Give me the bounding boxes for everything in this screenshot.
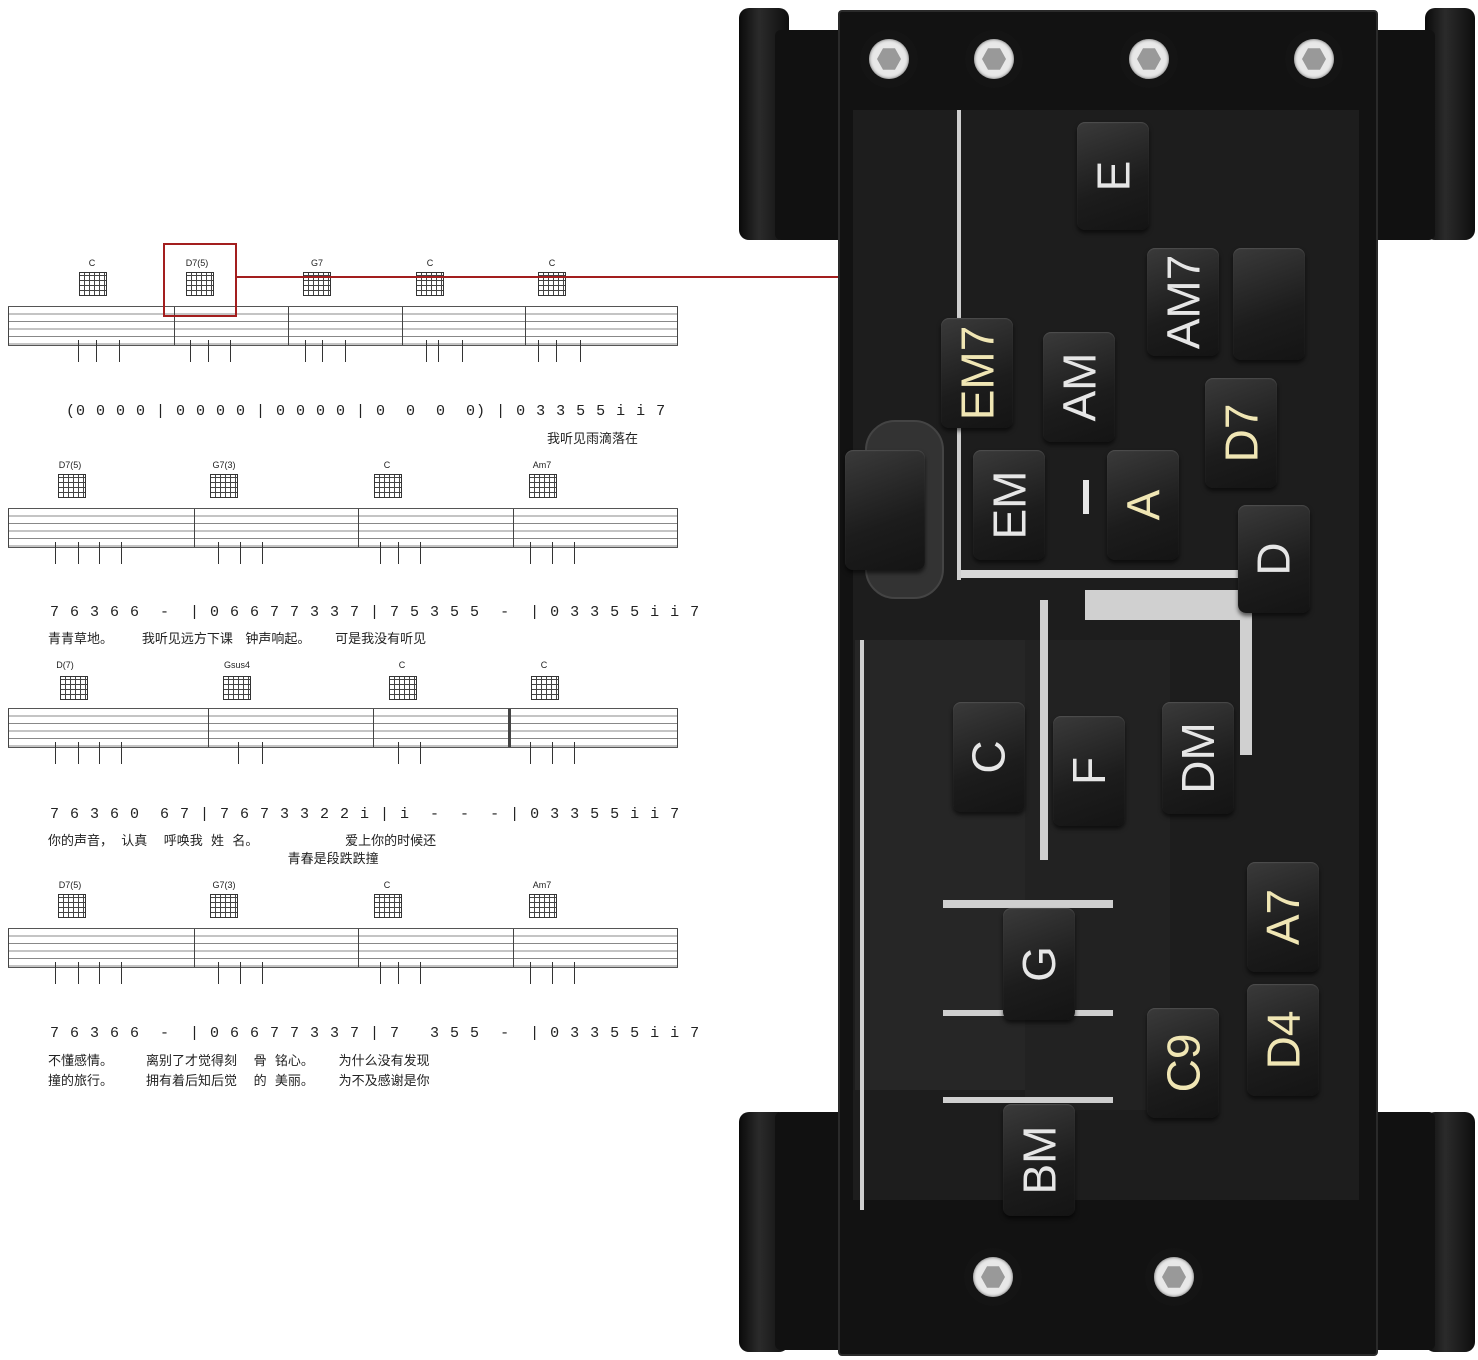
chord-diagram [374, 474, 402, 498]
chord-key-d7[interactable]: D7 [1205, 378, 1277, 488]
key-label: DM [1171, 722, 1224, 794]
tab-staff [8, 708, 678, 748]
lyrics-line: 青青草地。 我听见远方下课 钟声响起。 可是我没有听见 [48, 632, 427, 647]
key-label: F [1062, 756, 1115, 786]
chord-diagram [538, 272, 566, 296]
chord-name: D7(5) [185, 258, 209, 268]
key-label: D [1247, 542, 1300, 576]
chord-name: Am7 [532, 460, 552, 470]
key-label: C [962, 740, 1015, 774]
chord-key-am[interactable]: AM [1043, 332, 1115, 442]
key-label: D4 [1257, 1010, 1309, 1070]
key-label: D7 [1215, 403, 1267, 463]
chord-key-em7[interactable]: EM7 [941, 318, 1013, 428]
chord-diagram [416, 272, 444, 296]
chord-key-dm[interactable]: DM [1162, 702, 1234, 814]
chord-key-blank[interactable] [1233, 248, 1305, 360]
tab-staff [8, 508, 678, 548]
chord-key-d4[interactable]: D4 [1247, 984, 1319, 1096]
chord-name: C [88, 258, 96, 268]
chord-name: C [383, 460, 391, 470]
chord-diagram [79, 272, 107, 296]
highlight-box [163, 243, 237, 317]
jianpu-notes: 7 6 3 6 6 - | 0 6 6 7 7 3 3 7 | 7 3 5 5 … [50, 1025, 701, 1042]
chord-diagram [58, 474, 86, 498]
chord-name: D7(5) [58, 460, 82, 470]
chord-name: G7 [310, 258, 323, 268]
chord-name: D(7) [56, 660, 74, 670]
chord-diagram [389, 676, 417, 700]
screw-icon [1145, 1248, 1203, 1306]
screw-icon [1285, 30, 1343, 88]
lyrics-line: 青春是段跌跌撞 [48, 852, 379, 867]
chord-diagram [531, 676, 559, 700]
key-label: A [1117, 489, 1169, 521]
key-label: EM [983, 470, 1035, 540]
jianpu-notes: (0 0 0 0 | 0 0 0 0 | 0 0 0 0 | 0 0 0 0) … [66, 403, 667, 420]
screw-icon [1120, 30, 1178, 88]
screw-icon [860, 30, 918, 88]
chord-key-a[interactable]: A [1107, 450, 1179, 560]
lyrics-line: 你的声音， 认真 呼唤我 姓 名。 爱上你的时候还 [48, 834, 437, 849]
key-label: A7 [1256, 888, 1309, 946]
screw-icon [965, 30, 1023, 88]
chord-diagram [303, 272, 331, 296]
chord-key-g[interactable]: G [1003, 908, 1075, 1020]
chord-key-am7[interactable]: AM7 [1147, 248, 1219, 356]
chord-diagram [529, 894, 557, 918]
key-label: AM [1053, 352, 1105, 422]
chord-name: C [548, 258, 556, 268]
chord-diagram [223, 676, 251, 700]
sheet-music: C D7(5) G7 C C (0 0 0 0 | 0 0 0 0 | 0 0 … [0, 0, 700, 1360]
chord-name: G7(3) [212, 460, 236, 470]
chord-diagram [186, 272, 214, 296]
chord-key-em[interactable]: EM [973, 450, 1045, 560]
chord-name: C [426, 258, 434, 268]
chord-diagram [60, 676, 88, 700]
chord-name: G7(3) [212, 880, 236, 890]
chord-name: C [540, 660, 548, 670]
chord-key-e[interactable]: E [1077, 122, 1149, 230]
chord-key-a7[interactable]: A7 [1247, 862, 1319, 972]
slider-button[interactable] [845, 450, 925, 570]
chord-diagram [529, 474, 557, 498]
chord-diagram [210, 894, 238, 918]
chord-key-f[interactable]: F [1053, 716, 1125, 826]
connector-line [235, 276, 1241, 278]
chord-diagram [210, 474, 238, 498]
key-label: EM7 [951, 325, 1003, 421]
tab-staff [8, 928, 678, 968]
chord-name: Am7 [532, 880, 552, 890]
key-label: G [1013, 946, 1065, 982]
chord-diagram [374, 894, 402, 918]
key-label: AM7 [1157, 254, 1209, 350]
chord-name: C [383, 880, 391, 890]
chord-key-d[interactable]: D [1238, 505, 1310, 613]
key-label: C9 [1157, 1033, 1209, 1093]
jianpu-notes: 7 6 3 6 6 - | 0 6 6 7 7 3 3 7 | 7 5 3 5 … [50, 604, 701, 621]
chord-diagram [58, 894, 86, 918]
lyrics-line: 我听见雨滴落在 [547, 432, 639, 447]
chord-name: Gsus4 [223, 660, 250, 670]
chord-name: C [398, 660, 406, 670]
lyrics-line: 撞的旅行。 拥有着后知后觉 的 美丽。 为不及感谢是你 [48, 1074, 430, 1089]
chord-key-c9[interactable]: C9 [1147, 1008, 1219, 1118]
chord-key-bm[interactable]: BM [1003, 1104, 1075, 1216]
key-label: E [1087, 160, 1139, 192]
jianpu-notes: 7 6 3 6 0 6 7 | 7 6 7 3 3 2 2 i | i - - … [50, 806, 681, 823]
dash-mark [1083, 480, 1089, 514]
chord-key-c[interactable]: C [953, 702, 1025, 812]
lyrics-line: 不懂感情。 离别了才觉得刻 骨 铭心。 为什么没有发现 [48, 1054, 430, 1069]
chord-name: D7(5) [58, 880, 82, 890]
tab-staff [8, 306, 678, 346]
key-label: BM [1013, 1125, 1065, 1195]
screw-icon [964, 1248, 1022, 1306]
chord-trainer-device: E AM7 EM7 AM D7 EM A D C F DM A7 G C9 D4… [735, 0, 1478, 1360]
